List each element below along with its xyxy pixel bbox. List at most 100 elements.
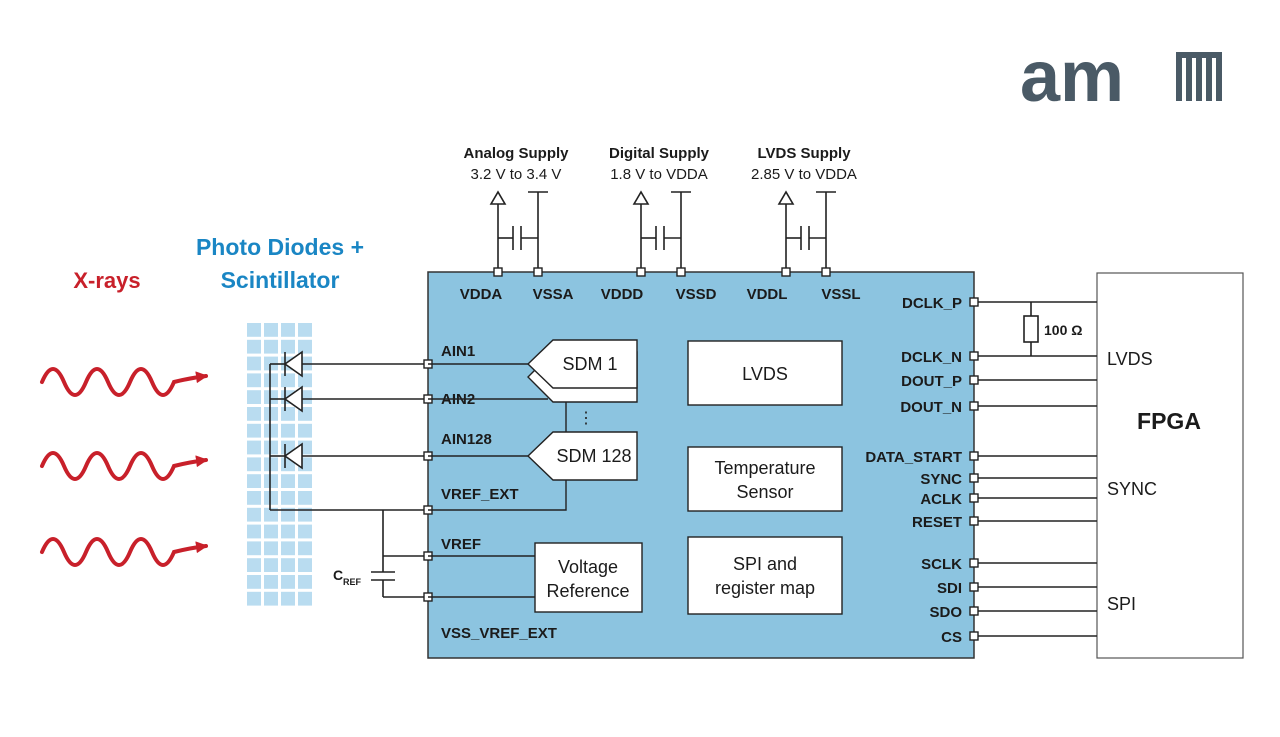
photodiode-wiring [269,363,428,598]
analog-decoupling [489,190,548,272]
scintillator-cell [264,457,278,472]
pin-vref-ext: VREF_EXT [441,486,519,503]
scintillator-cell [247,373,261,388]
scintillator-cell [281,339,295,354]
right-pin-squares [969,297,979,641]
scintillator-cell [298,474,312,488]
scintillator-cell [281,407,295,421]
sdm128-block [526,431,638,481]
scintillator-cell [298,575,312,589]
scintillator-cell [264,407,278,421]
pin-sync: SYNC [920,471,962,488]
pin-cs: CS [941,629,962,646]
supply-networks [489,190,836,272]
pin-dclk-p: DCLK_P [902,295,962,312]
xrays-label: X-rays [73,268,140,293]
scintillator-cell [264,339,278,354]
photodiodes [283,350,303,470]
pin-vss-vref-ext: VSS_VREF_EXT [441,625,557,642]
sdm1-label: SDM 1 [562,354,617,374]
photodiodes-label-line1: Photo Diodes + [196,234,364,260]
scintillator-cell [264,423,278,438]
pin-reset: RESET [912,514,962,531]
termination-resistor-icon [1023,315,1039,343]
pin-dout-n: DOUT_N [900,399,962,416]
scintillator-cell [281,591,295,606]
lvds-supply-label: LVDS Supply [757,145,851,162]
right-pin-labels: DCLK_P DCLK_N DOUT_P DOUT_N DATA_START S… [865,295,962,646]
scintillator-cell [264,575,278,589]
scintillator-cell [264,323,278,337]
pin-sdi: SDI [937,580,962,597]
resistor-value: 100 Ω [1044,322,1082,338]
scintillator-cell [264,524,278,539]
scintillator-cell [247,356,261,371]
scintillator-cell [281,541,295,556]
scintillator-cell [298,423,312,438]
right-wiring [974,301,1097,637]
digital-supply-label: Digital Supply [609,145,710,162]
pin-vssa: VSSA [533,286,574,303]
scintillator-cell [247,323,261,337]
scintillator-cell [264,491,278,505]
vref-wires [428,555,535,598]
pin-vref: VREF [441,536,481,553]
scintillator-cell [264,591,278,606]
scintillator-cell [281,524,295,539]
scintillator-cell [264,373,278,388]
scintillator-cell [247,558,261,572]
scintillator-cell [247,339,261,354]
xray-wave-icon [40,537,208,567]
scintillator-cell [281,373,295,388]
xray-wave-icon [40,367,208,397]
voltage-reference-line1: Voltage [558,557,618,577]
scintillator-cell [298,339,312,354]
digital-decoupling [632,190,691,272]
scintillator-cell [247,423,261,438]
voltage-reference-line2: Reference [546,581,629,601]
photodiodes-label-line2: Scintillator [221,267,340,293]
diode-icon [283,350,303,378]
scintillator-cell [247,390,261,404]
pin-dclk-n: DCLK_N [901,349,962,366]
ams-logo: am [1020,37,1222,117]
spi-label-line1: SPI and [733,554,797,574]
scintillator-cell [264,541,278,556]
pin-vddl: VDDL [747,286,788,303]
cref-label: C [333,567,343,583]
supply-labels: Analog Supply 3.2 V to 3.4 V Digital Sup… [464,145,857,183]
pin-ain128: AIN128 [441,431,492,448]
scintillator-cell [264,390,278,404]
scintillator-cell [298,591,312,606]
spi-label-line2: register map [715,578,815,598]
left-pin-labels: AIN1 AIN2 AIN128 VREF_EXT VREF VSS_VREF_… [441,343,557,642]
lvds-decoupling [777,190,836,272]
pin-data-start: DATA_START [865,449,962,466]
scintillator-cell [247,491,261,505]
scintillator-cell [264,440,278,455]
scintillator-cell [281,323,295,337]
scintillator-cell [298,507,312,522]
pin-dout-p: DOUT_P [901,373,962,390]
scintillator-cell [247,524,261,539]
scintillator-cell [247,591,261,606]
scintillator-cell [247,440,261,455]
pin-vssl: VSSL [821,286,860,303]
diode-icon [283,442,303,470]
analog-supply-label: Analog Supply [464,145,570,162]
xray-wave-icon [40,451,208,481]
scintillator-cell [247,407,261,421]
spi-register-block [687,536,843,615]
logo-text: am [1020,37,1124,117]
scintillator-cell [281,491,295,505]
scintillator-cell [247,474,261,488]
pin-sclk: SCLK [921,556,962,573]
cref-subscript: REF [343,577,362,587]
scintillator-cell [247,541,261,556]
scintillator-cell [247,507,261,522]
lvds-block-label: LVDS [742,364,788,384]
scintillator-cell [298,541,312,556]
scintillator-cell [298,373,312,388]
scintillator-cell [247,457,261,472]
